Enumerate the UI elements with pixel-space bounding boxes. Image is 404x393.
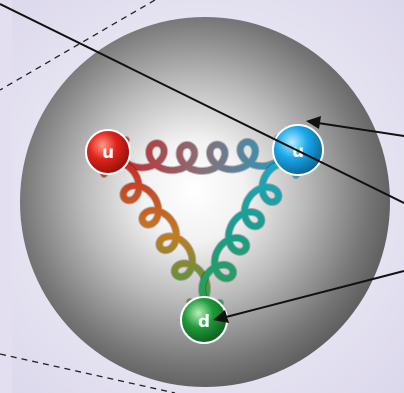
zoom-line-top — [0, 0, 156, 91]
arrow-to-u-blue — [306, 116, 404, 137]
left-margin-strip — [0, 0, 12, 393]
quark-d-green: d — [180, 296, 228, 344]
gluon-right — [199, 160, 300, 309]
quark-label-u-red: u — [102, 143, 114, 163]
arrow-to-d-green — [213, 270, 404, 323]
zoom-line-bottom — [0, 353, 176, 393]
quark-label-d-green: d — [198, 312, 210, 332]
quark-label-u-blue: u — [292, 142, 304, 162]
pointer-line-diagonal — [0, 3, 404, 204]
proton-sphere — [20, 17, 390, 387]
gluon-springs — [99, 134, 301, 310]
gluon-left — [100, 158, 210, 308]
quark-u-red: u — [85, 129, 131, 175]
gluon-top — [115, 135, 289, 175]
